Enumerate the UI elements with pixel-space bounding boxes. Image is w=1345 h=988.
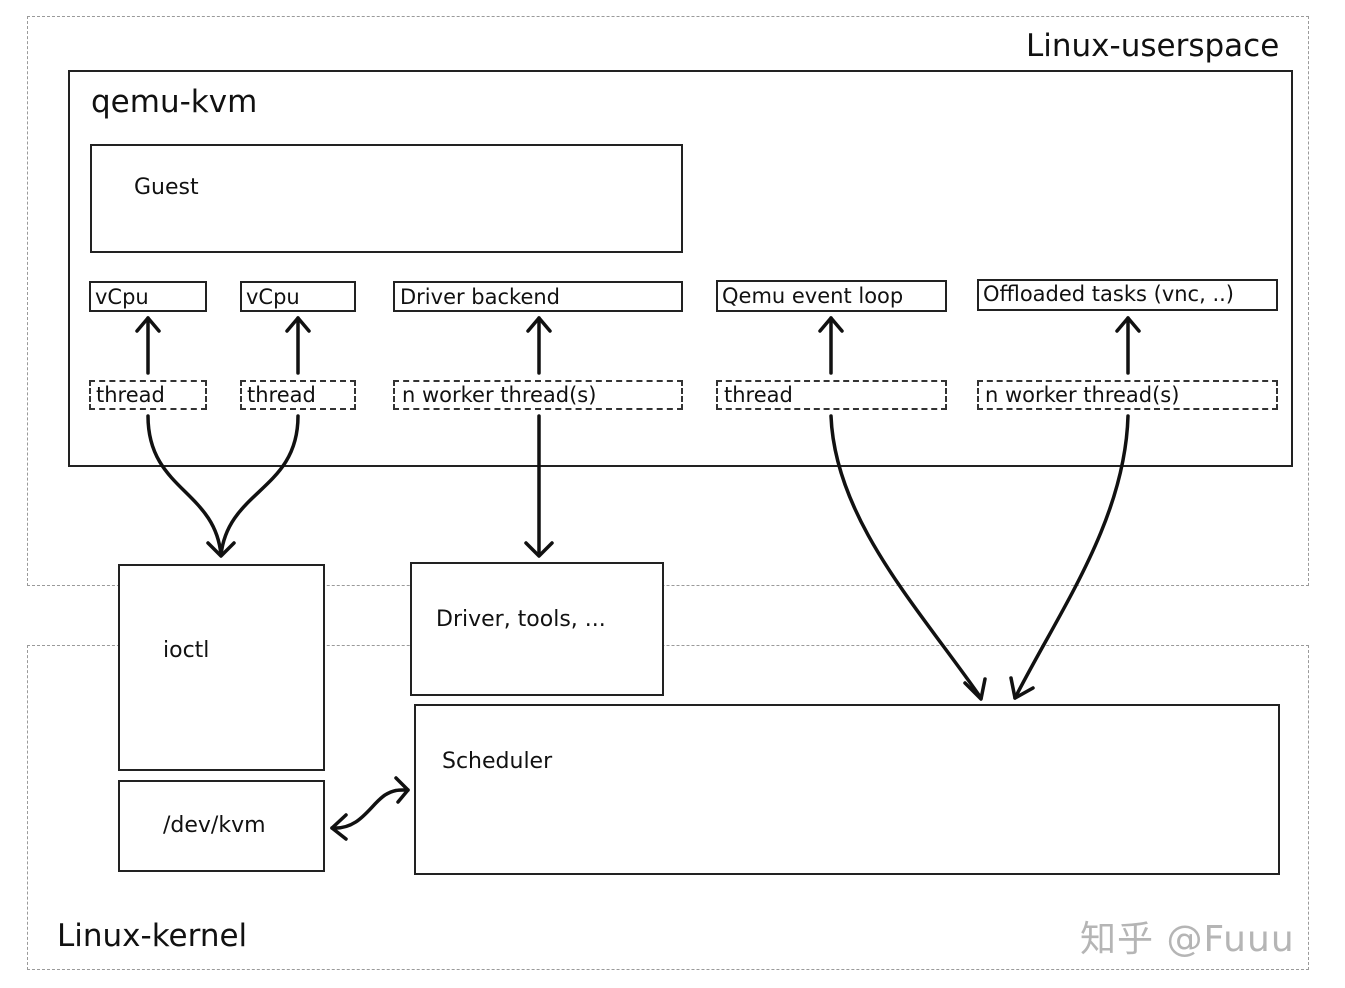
vcpu-label-2: vCpu (246, 285, 300, 309)
userspace-region (27, 16, 1309, 586)
vcpu-label-1: vCpu (95, 285, 149, 309)
ioctl-label: ioctl (163, 638, 210, 663)
kernel-label: Linux-kernel (57, 918, 248, 954)
qemu-kvm-box (68, 70, 1293, 467)
offloaded-tasks-label: Offloaded tasks (vnc, ..) (983, 282, 1234, 306)
event-loop-thread-box (716, 380, 947, 410)
watermark: 知乎 @Fuuu (1080, 919, 1295, 960)
thread-box-2 (240, 380, 356, 410)
vcpu-box-2 (240, 281, 356, 312)
driver-worker-threads-label: n worker thread(s) (402, 383, 597, 407)
qemu-event-loop-label: Qemu event loop (722, 284, 904, 308)
ioctl-box (118, 564, 325, 771)
dev-kvm-box (118, 780, 325, 872)
guest-label: Guest (134, 175, 199, 200)
qemu-kvm-label: qemu-kvm (91, 84, 258, 120)
driver-worker-threads-box (393, 380, 683, 410)
guest-box (90, 144, 683, 253)
driver-tools-box (410, 562, 664, 696)
thread-label-2: thread (247, 383, 316, 407)
thread-box-1 (89, 380, 207, 410)
driver-backend-label: Driver backend (400, 285, 561, 309)
thread-label-1: thread (96, 383, 165, 407)
userspace-label: Linux-userspace (1026, 28, 1280, 64)
offloaded-worker-threads-box (977, 380, 1278, 410)
offloaded-tasks-box (977, 279, 1278, 311)
dev-kvm-label: /dev/kvm (163, 813, 266, 838)
scheduler-label: Scheduler (442, 749, 553, 774)
kernel-region (27, 645, 1309, 970)
scheduler-box (414, 704, 1280, 875)
driver-tools-label: Driver, tools, ... (436, 607, 606, 632)
vcpu-box-1 (89, 281, 207, 312)
offloaded-worker-threads-label: n worker thread(s) (985, 383, 1180, 407)
qemu-event-loop-box (716, 280, 947, 312)
event-loop-thread-label: thread (724, 383, 793, 407)
driver-backend-box (393, 281, 683, 312)
